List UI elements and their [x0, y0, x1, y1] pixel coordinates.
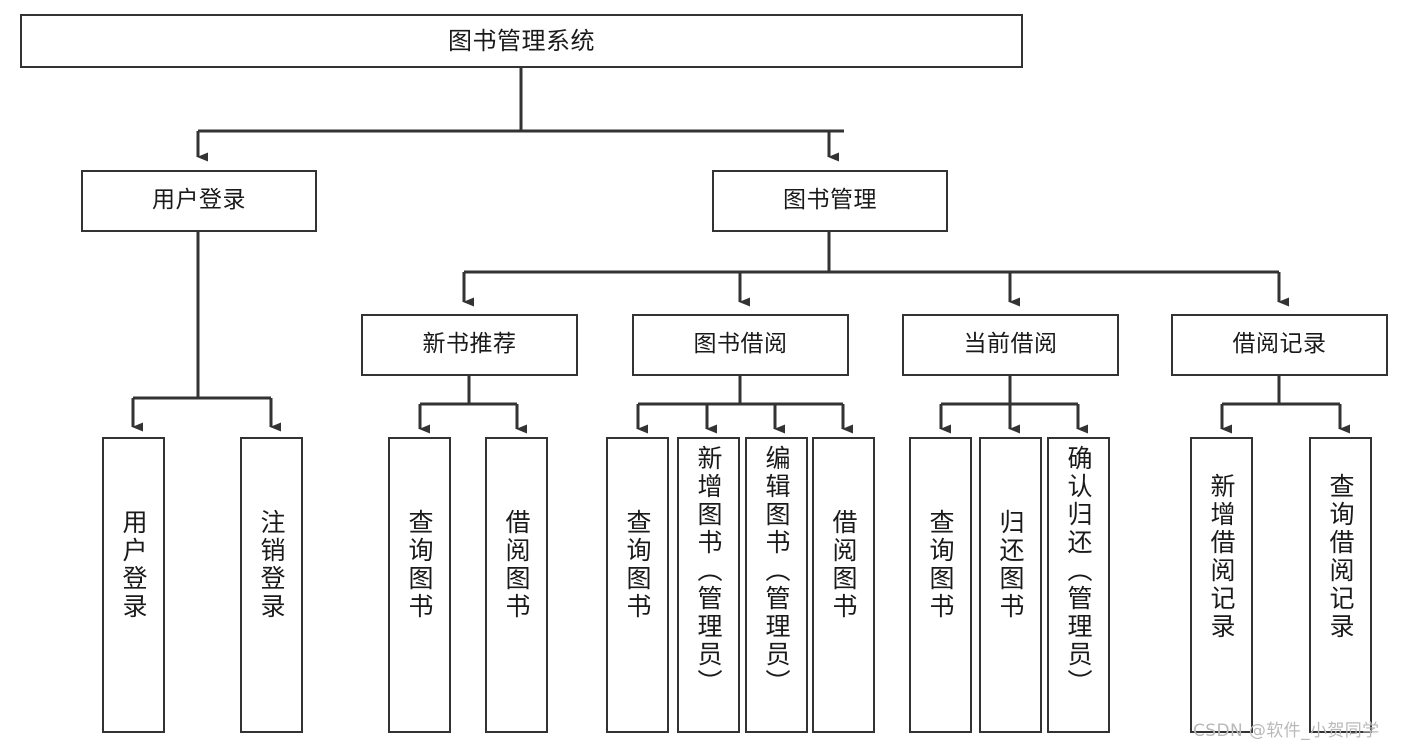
node-leaf-logout-label: 注销登录	[257, 509, 286, 621]
node-leaf-query-book-2-label: 查询图书	[623, 509, 652, 621]
node-leaf-edit-book-label: 编辑图书（管理员）	[762, 445, 791, 697]
node-borrow-record[interactable]: 借阅记录	[1171, 314, 1388, 376]
node-leaf-query-record[interactable]: 查询借阅记录	[1309, 437, 1372, 733]
node-user-login[interactable]: 用户登录	[81, 170, 317, 232]
node-current-borrow[interactable]: 当前借阅	[902, 314, 1119, 376]
node-leaf-query-book-3-label: 查询图书	[926, 509, 955, 621]
csdn-watermark: CSDN @软件_小贺同学	[1193, 721, 1380, 741]
node-leaf-borrow-book-2[interactable]: 借阅图书	[812, 437, 875, 733]
node-book-manage-label: 图书管理	[783, 187, 877, 214]
node-book-manage[interactable]: 图书管理	[712, 170, 948, 232]
node-leaf-edit-book[interactable]: 编辑图书（管理员）	[745, 437, 808, 733]
node-leaf-confirm-return[interactable]: 确认归还（管理员）	[1047, 437, 1110, 733]
node-leaf-user-login[interactable]: 用户登录	[102, 437, 165, 733]
node-leaf-return-book-label: 归还图书	[996, 509, 1025, 621]
node-leaf-return-book[interactable]: 归还图书	[979, 437, 1042, 733]
node-user-login-label: 用户登录	[152, 187, 246, 214]
node-leaf-add-record[interactable]: 新增借阅记录	[1190, 437, 1253, 733]
node-leaf-borrow-book-2-label: 借阅图书	[829, 509, 858, 621]
node-leaf-query-book-1[interactable]: 查询图书	[388, 437, 451, 733]
node-leaf-logout[interactable]: 注销登录	[240, 437, 303, 733]
node-leaf-add-book[interactable]: 新增图书（管理员）	[677, 437, 740, 733]
node-root-label: 图书管理系统	[448, 26, 595, 55]
node-book-borrow-label: 图书借阅	[693, 331, 788, 358]
node-current-borrow-label: 当前借阅	[963, 331, 1058, 358]
node-leaf-add-book-label: 新增图书（管理员）	[694, 445, 723, 697]
node-borrow-record-label: 借阅记录	[1232, 331, 1327, 358]
node-new-book-recommend[interactable]: 新书推荐	[361, 314, 578, 376]
node-leaf-confirm-return-label: 确认归还（管理员）	[1064, 445, 1093, 697]
node-leaf-query-book-1-label: 查询图书	[405, 509, 434, 621]
node-root[interactable]: 图书管理系统	[20, 14, 1023, 68]
node-leaf-add-record-label: 新增借阅记录	[1207, 473, 1236, 641]
node-leaf-query-book-3[interactable]: 查询图书	[909, 437, 972, 733]
node-leaf-query-book-2[interactable]: 查询图书	[606, 437, 669, 733]
node-book-borrow[interactable]: 图书借阅	[632, 314, 849, 376]
node-leaf-user-login-label: 用户登录	[119, 509, 148, 621]
node-leaf-query-record-label: 查询借阅记录	[1326, 473, 1355, 641]
node-leaf-borrow-book-1[interactable]: 借阅图书	[485, 437, 548, 733]
node-new-book-recommend-label: 新书推荐	[422, 331, 517, 358]
node-leaf-borrow-book-1-label: 借阅图书	[502, 509, 531, 621]
